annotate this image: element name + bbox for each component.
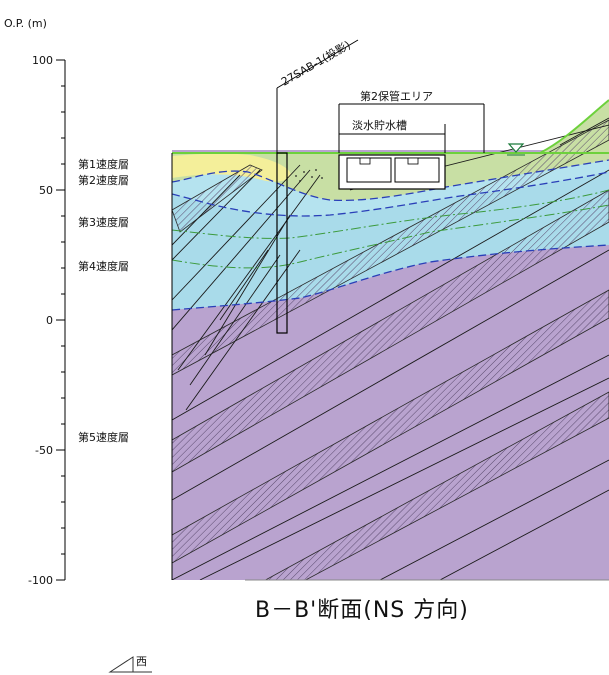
axis-tick-label: -50 <box>35 444 53 457</box>
slope-surface-line <box>539 99 609 154</box>
borehole-label: 27SAB-1(投影) <box>279 38 353 89</box>
section-caption: B－B'断面(NS 方向) <box>255 598 469 623</box>
axis-unit-label: O.P. (m) <box>4 17 47 30</box>
layer-label-3: 第3速度層 <box>78 215 129 229</box>
water-tank-structure <box>338 154 446 190</box>
axis-tick-label: 50 <box>39 184 53 197</box>
axis-tick-label: 100 <box>32 54 53 67</box>
layer-label-2: 第2速度層 <box>78 173 129 187</box>
axis-tick-label: -100 <box>28 574 53 587</box>
water-tank-bracket <box>339 124 446 153</box>
elevation-axis: 100 50 0 -50 -100 O.P. (m) <box>4 17 66 587</box>
layer-label-1: 第1速度層 <box>78 157 129 171</box>
direction-label: 西 <box>136 655 147 668</box>
layer-label-4: 第4速度層 <box>78 259 129 273</box>
water-level-icon <box>507 143 525 156</box>
hatched-bands <box>172 119 609 580</box>
layer-label-5: 第5速度層 <box>78 430 129 444</box>
water-tank-label: 淡水貯水槽 <box>352 119 407 132</box>
storage-area-label: 第2保管エリア <box>360 89 433 103</box>
borehole-column <box>276 152 288 334</box>
borehole-leader-slant <box>276 39 359 89</box>
velocity-layer-1-fill <box>172 153 291 182</box>
fault-lines <box>172 117 609 580</box>
geologic-section <box>172 99 609 580</box>
sand-stipple <box>295 169 323 182</box>
storage-area-bracket <box>338 103 485 153</box>
direction-arrow-icon <box>108 656 134 673</box>
velocity-boundaries <box>172 159 609 311</box>
direction-indicator: 西 <box>108 655 152 673</box>
axis-tick-label: 0 <box>46 314 53 327</box>
axis-major-ticks: 100 50 0 -50 -100 <box>28 54 65 587</box>
internal-horizons <box>172 189 609 269</box>
